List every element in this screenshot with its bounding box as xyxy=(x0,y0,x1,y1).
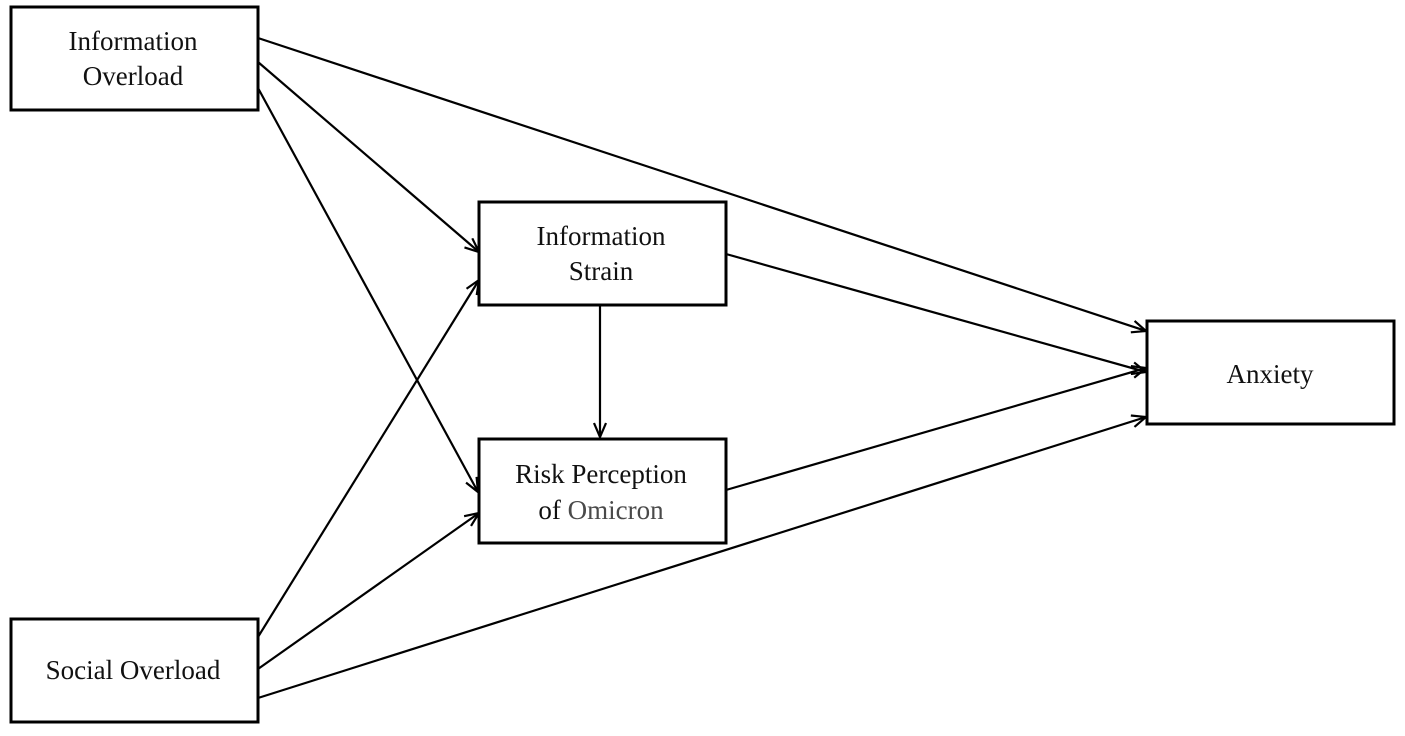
edge-information-overload-to-anxiety xyxy=(257,36,1146,331)
node-risk-perception-line2-prefix: of xyxy=(538,495,567,525)
node-risk-perception-line1: Risk Perception xyxy=(515,459,687,489)
node-risk-perception: Risk Perception of Omicron xyxy=(477,437,728,545)
node-information-strain: Information Strain xyxy=(477,200,728,307)
edge-social-overload-to-anxiety xyxy=(257,417,1146,700)
node-social-overload-label: Social Overload xyxy=(46,655,221,685)
edge-risk-perception-to-anxiety xyxy=(725,368,1146,492)
edge-social-overload-to-information-strain xyxy=(257,280,479,638)
node-information-overload-line1: Information xyxy=(69,26,198,56)
node-anxiety-label: Anxiety xyxy=(1227,359,1314,389)
edge-social-overload-to-risk-perception xyxy=(257,513,479,670)
node-information-overload-line2: Overload xyxy=(83,61,184,91)
node-social-overload-box xyxy=(9,617,260,724)
edge-information-strain-to-anxiety xyxy=(725,252,1146,372)
node-risk-perception-box xyxy=(477,437,728,545)
edge-information-overload-to-risk-perception xyxy=(257,87,478,492)
node-information-strain-line1: Information xyxy=(537,221,666,251)
edges xyxy=(257,36,1146,700)
node-information-overload: Information Overload xyxy=(9,5,260,112)
node-anxiety-box xyxy=(1145,319,1396,426)
node-social-overload: Social Overload xyxy=(9,617,260,724)
node-information-strain-line2: Strain xyxy=(569,256,634,286)
node-risk-perception-line2: of Omicron xyxy=(538,495,664,525)
node-anxiety: Anxiety xyxy=(1145,319,1396,426)
node-risk-perception-line2-omicron: Omicron xyxy=(568,495,664,525)
node-information-strain-box xyxy=(477,200,728,307)
edge-information-overload-to-information-strain xyxy=(257,61,479,252)
node-information-overload-box xyxy=(9,5,260,112)
